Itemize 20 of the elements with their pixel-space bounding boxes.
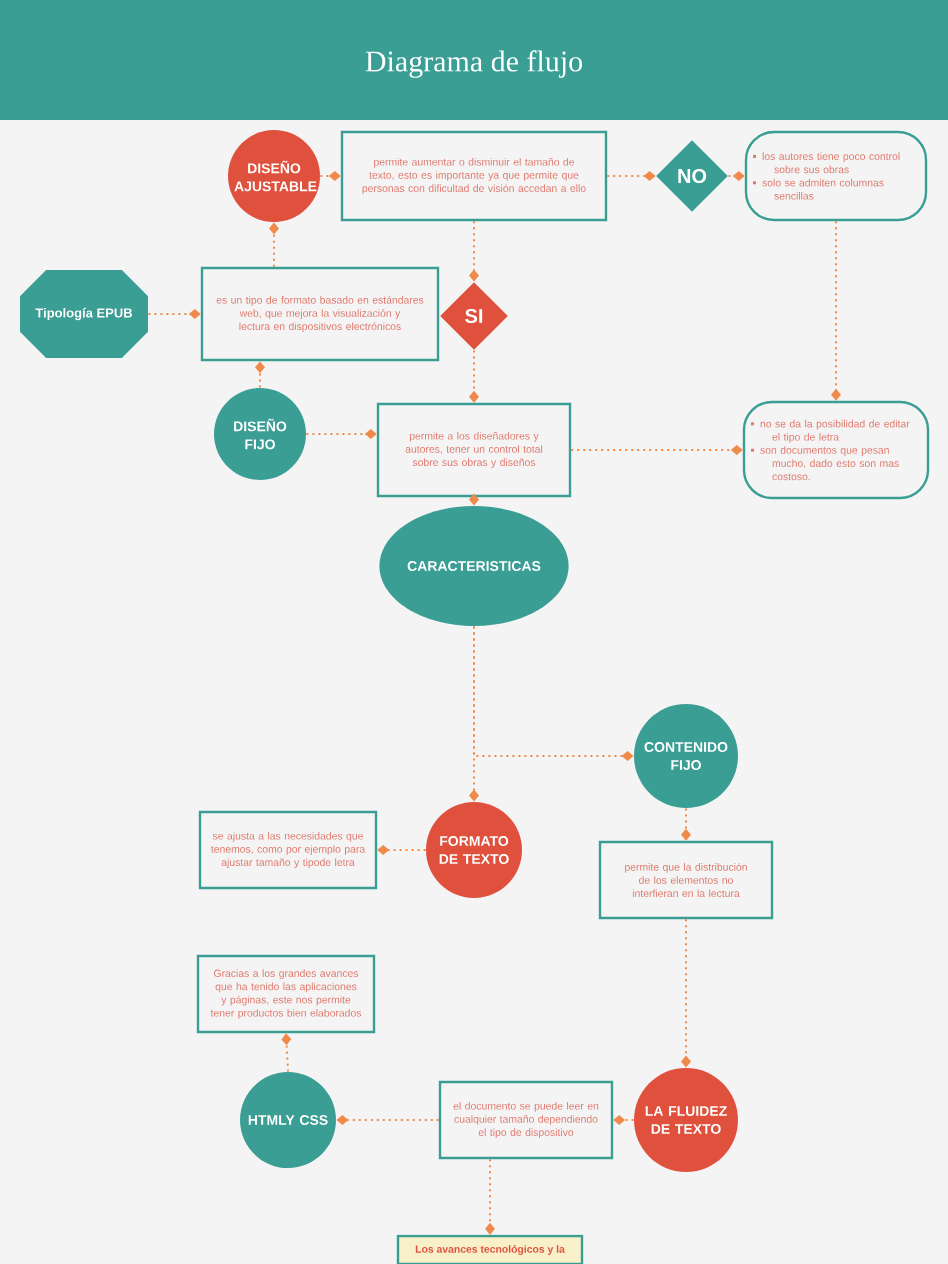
connector (377, 845, 427, 855)
connector (305, 429, 377, 439)
connector (255, 361, 265, 389)
connector (613, 1115, 635, 1125)
connector (269, 222, 279, 268)
connector (147, 309, 201, 319)
title: Diagrama de flujo (365, 50, 582, 78)
connector (485, 1158, 495, 1235)
connector (469, 493, 479, 506)
connector (681, 807, 691, 841)
connector (336, 1115, 440, 1125)
connector (570, 445, 743, 455)
connector (681, 918, 691, 1068)
connector (606, 171, 656, 181)
connector (469, 220, 479, 282)
connector (831, 220, 841, 401)
connector (727, 171, 745, 181)
connector (319, 171, 341, 181)
connector (473, 625, 634, 761)
connector (469, 349, 479, 403)
